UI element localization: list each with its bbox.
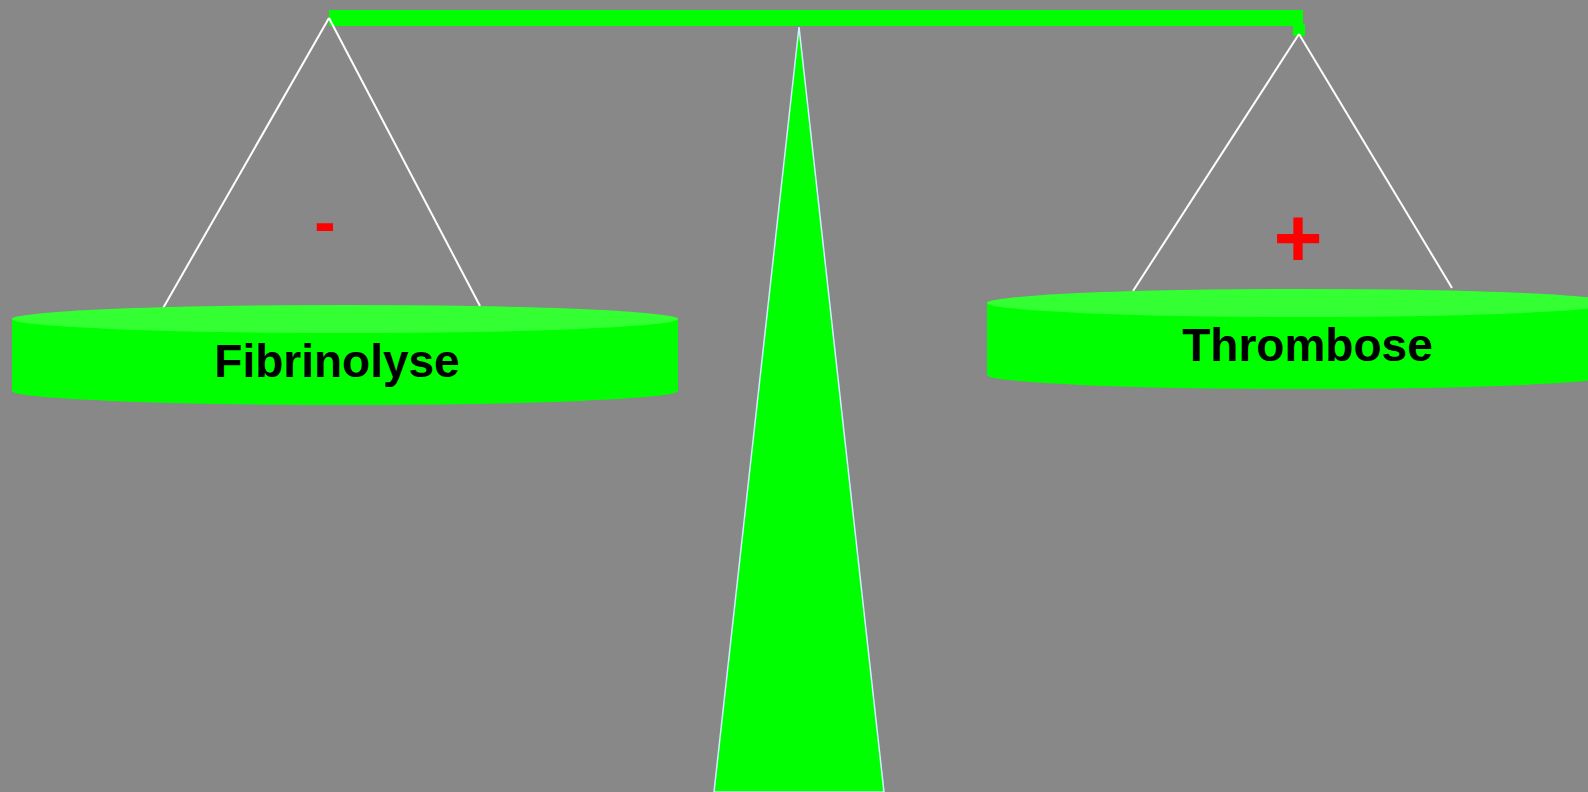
- scale-pan: Thrombose: [987, 288, 1588, 390]
- scale-stand: [714, 27, 884, 792]
- pan-top: [987, 289, 1588, 317]
- sign-symbol: -: [314, 190, 335, 254]
- pan-label: Fibrinolyse: [0, 304, 678, 384]
- pan-label: Thrombose: [999, 288, 1588, 368]
- scale-beam: [329, 10, 1303, 26]
- pan-string: [329, 18, 480, 306]
- scale-pan: Fibrinolyse: [12, 304, 678, 406]
- pan-string: [162, 18, 329, 310]
- sign-symbol: +: [1273, 196, 1322, 280]
- pan-top: [12, 305, 678, 333]
